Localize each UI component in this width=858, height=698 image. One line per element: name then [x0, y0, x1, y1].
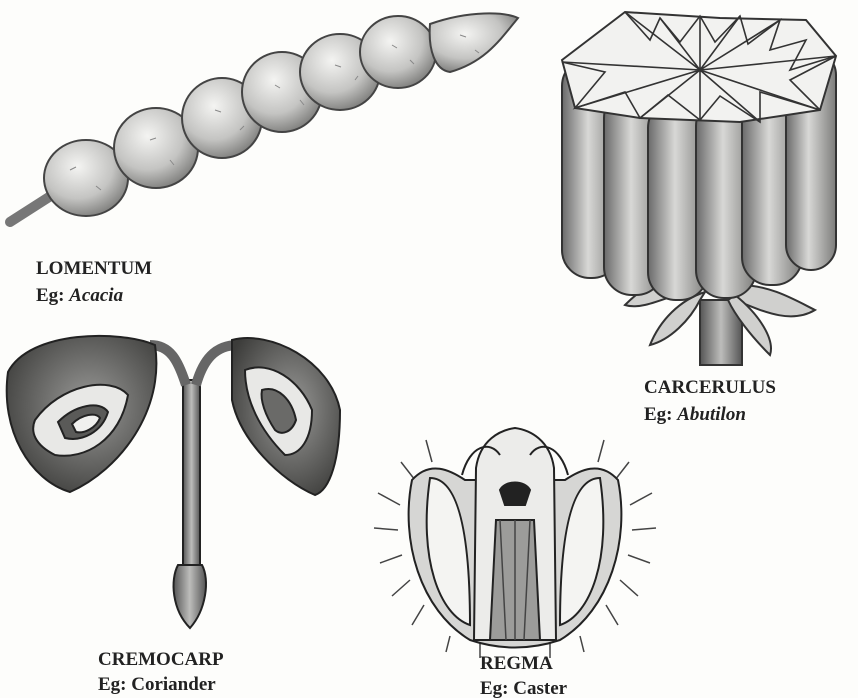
lomentum-segments — [44, 13, 518, 216]
cremocarp-example: Eg: Coriander — [98, 674, 216, 695]
regma-example-name: Caster — [513, 678, 567, 698]
cremocarp-eg-prefix: Eg: — [98, 674, 127, 695]
carcerulus-example-name: Abutilon — [676, 404, 746, 425]
carcerulus-example: Eg: Abutilon — [644, 404, 746, 425]
lomentum-example-name: Acacia — [68, 285, 123, 306]
cremocarp-illustration — [7, 336, 340, 628]
regma-label: REGMA — [480, 653, 553, 674]
carcerulus-illustration — [562, 12, 836, 365]
regma-eg-prefix: Eg: — [480, 678, 509, 698]
lomentum-example: Eg: Acacia — [36, 285, 124, 306]
regma-example: Eg: Caster — [480, 678, 568, 698]
regma-illustration — [374, 428, 656, 658]
carcerulus-eg-prefix: Eg: — [644, 404, 673, 425]
cremocarp-example-name: Coriander — [131, 674, 216, 695]
carcerulus-label: CARCERULUS — [644, 377, 776, 398]
lomentum-illustration — [10, 13, 518, 222]
lomentum-eg-prefix: Eg: — [36, 285, 65, 306]
cremocarp-label: CREMOCARP — [98, 649, 224, 670]
lomentum-label: LOMENTUM — [36, 258, 152, 279]
